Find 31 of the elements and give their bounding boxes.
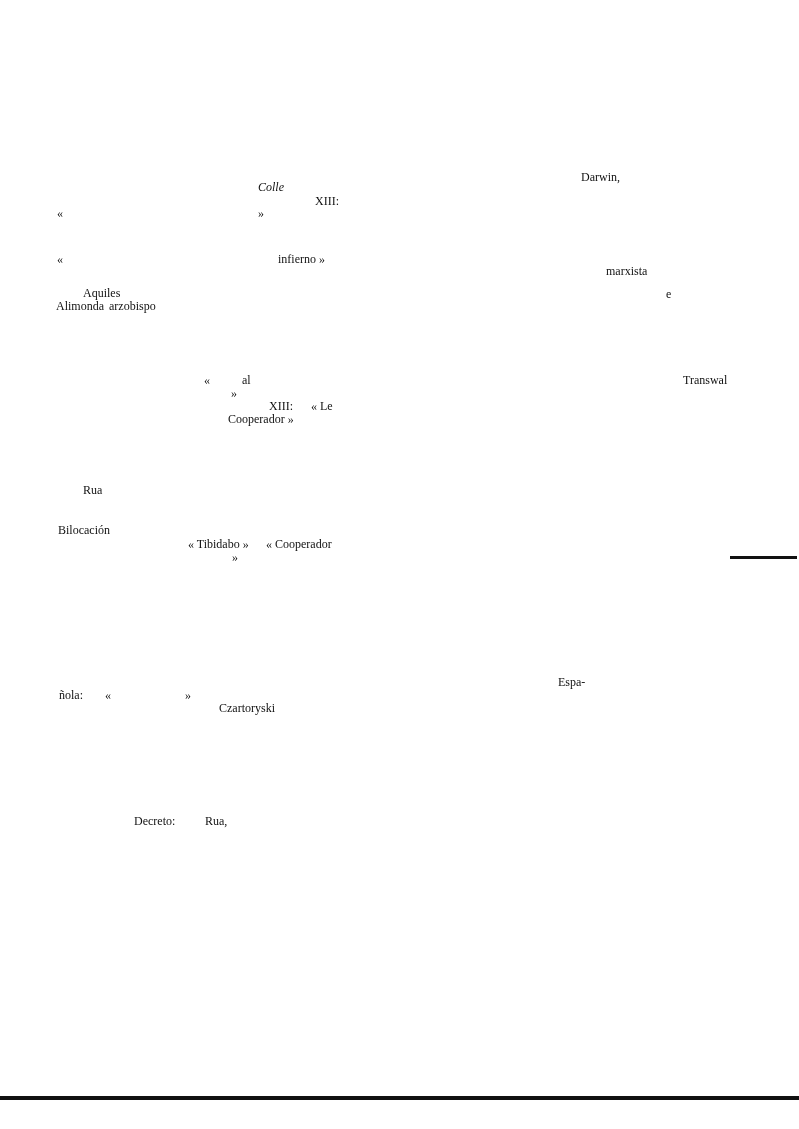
text-fragment: «: [204, 373, 210, 387]
text-fragment: marxista: [606, 264, 648, 278]
text-fragment: « Cooperador: [266, 537, 332, 551]
text-fragment: Czartoryski: [219, 701, 275, 715]
text-fragment: al: [242, 373, 251, 387]
text-fragment: Decreto:: [134, 814, 176, 828]
text-fragment: Espa-: [558, 675, 586, 689]
text-fragment: «: [57, 252, 63, 266]
text-fragment: Rua: [83, 483, 103, 497]
text-fragment: Darwin,: [581, 170, 620, 184]
text-fragment: »: [185, 688, 191, 702]
text-fragment: Transwal: [683, 373, 728, 387]
text-fragment: Aquiles: [83, 286, 121, 300]
text-fragment: Colle: [258, 180, 284, 194]
text-fragment: Bilocación: [58, 523, 110, 537]
text-fragment: »: [232, 550, 238, 564]
text-fragment: arzobispo: [109, 299, 156, 313]
text-fragment: ñola:: [59, 688, 83, 702]
text-fragment: « Tibidabo »: [188, 537, 249, 551]
text-fragment: Cooperador »: [228, 412, 294, 426]
text-fragment: »: [231, 386, 237, 400]
text-fragment: «: [57, 206, 63, 220]
text-fragment: XIII:: [269, 399, 293, 413]
text-fragment: « Le: [311, 399, 333, 413]
text-fragment: Alimonda: [56, 299, 104, 313]
text-fragment: «: [105, 688, 111, 702]
text-fragment: »: [258, 206, 264, 220]
text-fragment: XIII:: [315, 194, 339, 208]
text-fragment: e: [666, 287, 672, 301]
text-fragment: infierno »: [278, 252, 325, 266]
text-fragment: Rua,: [205, 814, 228, 828]
